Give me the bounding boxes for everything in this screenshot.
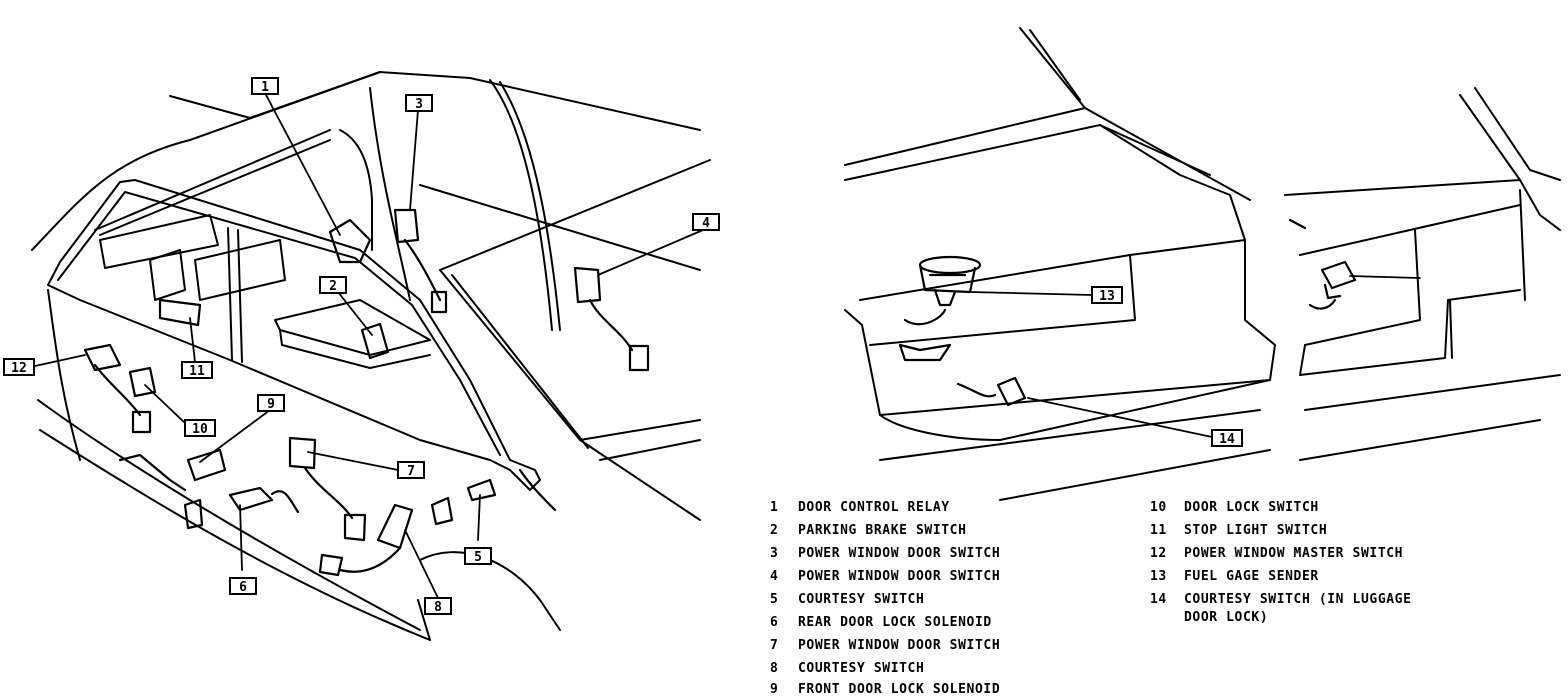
callout-4: 4 [692,213,720,231]
svg-text:6: 6 [239,580,247,595]
callout-13: 13 [1091,286,1123,304]
callout-6: 6 [229,577,257,595]
callout-11: 11 [181,361,213,379]
svg-text:12: 12 [11,361,27,376]
right-leader-lines [969,275,1421,438]
callout-3: 3 [405,94,433,112]
callout-10: 10 [184,419,216,437]
callout-1: 1 [251,77,279,95]
svg-text:1: 1 [261,80,269,95]
svg-text:9: 9 [267,397,275,412]
callout-2: 2 [319,276,347,294]
callout-7: 7 [397,461,425,479]
callout-5: 5 [464,547,492,565]
right-components [898,218,1357,407]
svg-text:2: 2 [329,279,337,294]
left-components [83,208,650,577]
left-leader-lines [34,92,704,599]
callout-14: 14 [1211,429,1243,447]
svg-text:11: 11 [189,364,205,379]
left-car-outline [31,71,711,641]
legend-item-14-line-2: DOOR LOCK) [1184,610,1269,625]
callout-9: 9 [257,394,285,412]
callout-12: 12 [3,358,35,376]
svg-text:5: 5 [474,550,482,565]
svg-text:10: 10 [192,422,208,437]
svg-text:7: 7 [407,464,415,479]
svg-text:8: 8 [434,600,442,615]
callout-8: 8 [424,597,452,615]
svg-text:4: 4 [702,216,710,231]
svg-text:13: 13 [1099,289,1115,304]
svg-text:14: 14 [1219,432,1235,447]
svg-text:3: 3 [415,97,423,112]
right-car-outline [844,27,1561,501]
